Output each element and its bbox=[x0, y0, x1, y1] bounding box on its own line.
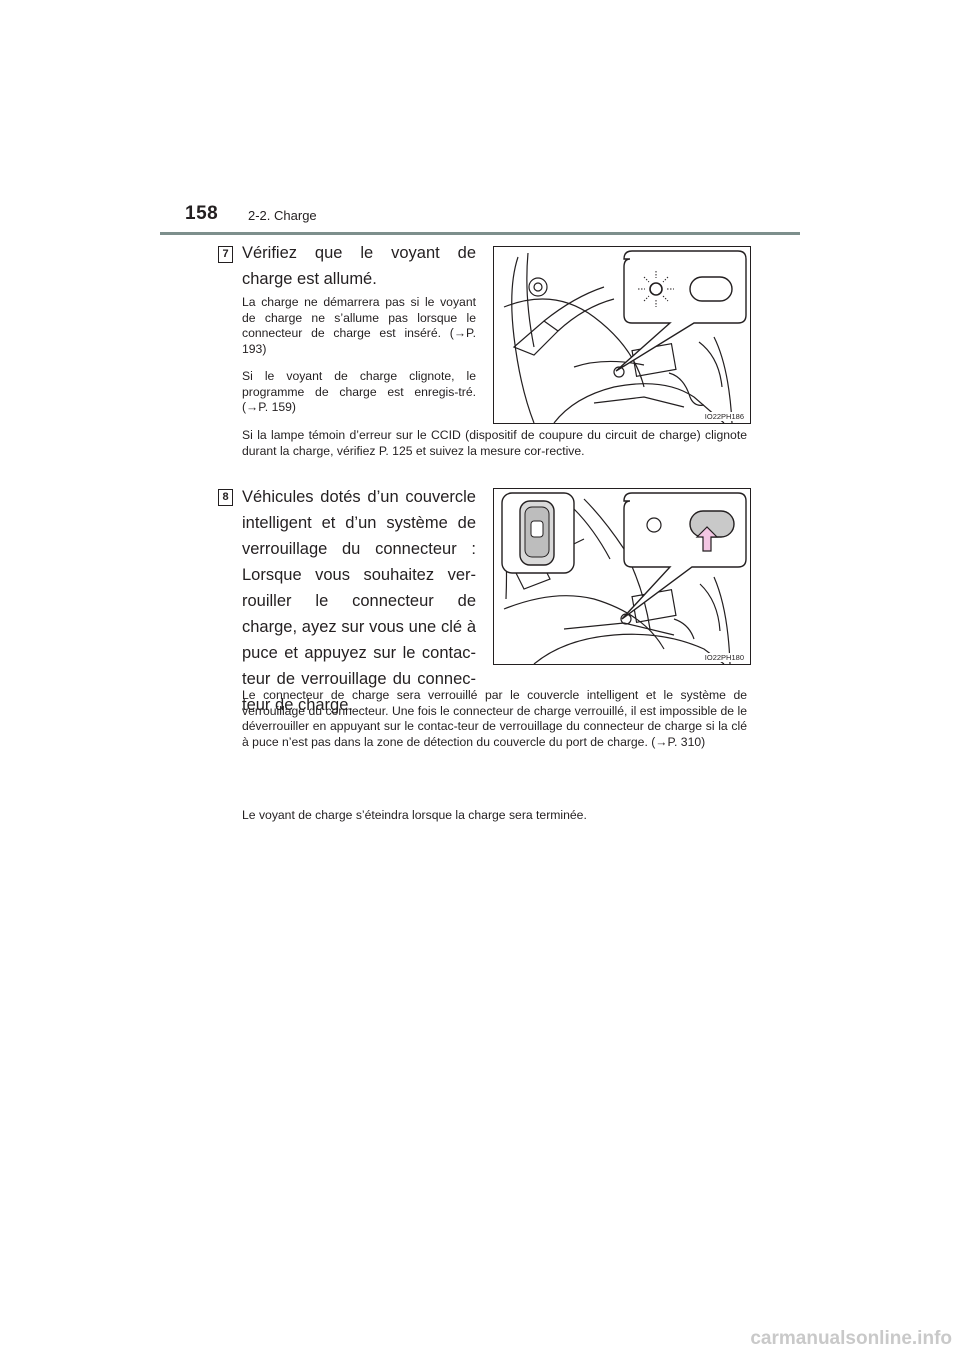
press-arrow-icon bbox=[695, 526, 719, 552]
step-7-note-1: La charge ne démarrera pas si le voyant … bbox=[242, 295, 476, 356]
step-8-note-1: Le connecteur de charge sera verrouillé … bbox=[242, 688, 747, 749]
step-7-instruction: Vérifiez que le voyant de charge est all… bbox=[242, 244, 476, 288]
step-7-number: 7 bbox=[218, 246, 233, 263]
indicator-light-icon bbox=[638, 271, 674, 307]
step-7-note-2: Si le voyant de charge clignote, le prog… bbox=[242, 369, 476, 414]
page-number: 158 bbox=[185, 203, 219, 224]
section-title: 2-2. Charge bbox=[248, 208, 317, 223]
step-8-note-2: Le voyant de charge s’éteindra lorsque l… bbox=[242, 808, 587, 822]
step-8-instruction: Véhicules dotés d’un couvercle intellige… bbox=[242, 488, 476, 714]
figure-connector-lock: IO22PH180 bbox=[493, 488, 751, 665]
header-divider bbox=[160, 232, 800, 235]
smart-key-icon bbox=[501, 492, 575, 574]
lock-switch-icon bbox=[689, 276, 733, 302]
step-7-note-3: Si la lampe témoin d’erreur sur le CCID … bbox=[242, 428, 747, 458]
step-8-number: 8 bbox=[218, 489, 233, 506]
figure-code-186: IO22PH186 bbox=[702, 412, 746, 421]
figure-charge-indicator: IO22PH186 bbox=[493, 246, 751, 424]
watermark: carmanualsonline.info bbox=[750, 1328, 952, 1349]
figure-code-180: IO22PH180 bbox=[702, 653, 746, 662]
